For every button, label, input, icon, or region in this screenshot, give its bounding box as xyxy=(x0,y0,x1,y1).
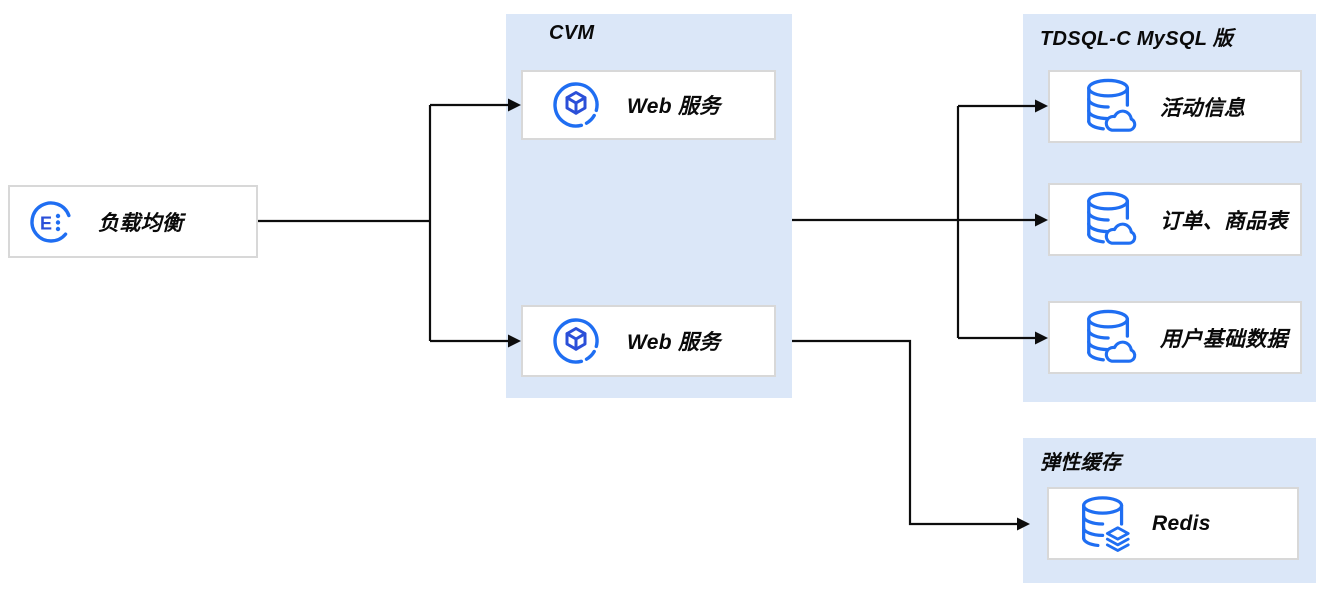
tdsql-table-label: 用户基础数据 xyxy=(1160,327,1288,351)
tdsql-table-node-2: 订单、商品表 xyxy=(1048,183,1302,256)
database-cloud-icon xyxy=(1087,309,1137,363)
redis-label: Redis xyxy=(1152,511,1211,535)
load-balancer-icon: E xyxy=(30,200,71,243)
web-service-label: Web 服务 xyxy=(627,331,721,354)
web-service-node-1: Web 服务 xyxy=(521,70,776,140)
svg-text:E: E xyxy=(40,213,52,233)
tdsql-table-node-3: 用户基础数据 xyxy=(1048,301,1302,374)
tdsql-table-label: 订单、商品表 xyxy=(1160,209,1288,233)
load-balancer-node: E 负载均衡 xyxy=(8,185,258,258)
redis-node: Redis xyxy=(1047,487,1299,560)
web-service-node-2: Web 服务 xyxy=(521,305,776,377)
cache-group-title: 弹性缓存 xyxy=(1040,452,1122,474)
database-cloud-icon xyxy=(1087,191,1137,245)
load-balancer-label: 负载均衡 xyxy=(98,211,184,235)
tdsql-table-label: 活动信息 xyxy=(1160,96,1246,120)
cvm-group-title: CVM xyxy=(549,22,595,44)
cvm-icon xyxy=(553,82,599,128)
cvm-icon xyxy=(553,318,599,364)
redis-cache-icon xyxy=(1082,495,1132,552)
tdsql-table-node-1: 活动信息 xyxy=(1048,70,1302,143)
tdsql-group-title: TDSQL-C MySQL 版 xyxy=(1040,28,1234,50)
database-cloud-icon xyxy=(1087,78,1137,132)
web-service-label: Web 服务 xyxy=(627,95,721,118)
